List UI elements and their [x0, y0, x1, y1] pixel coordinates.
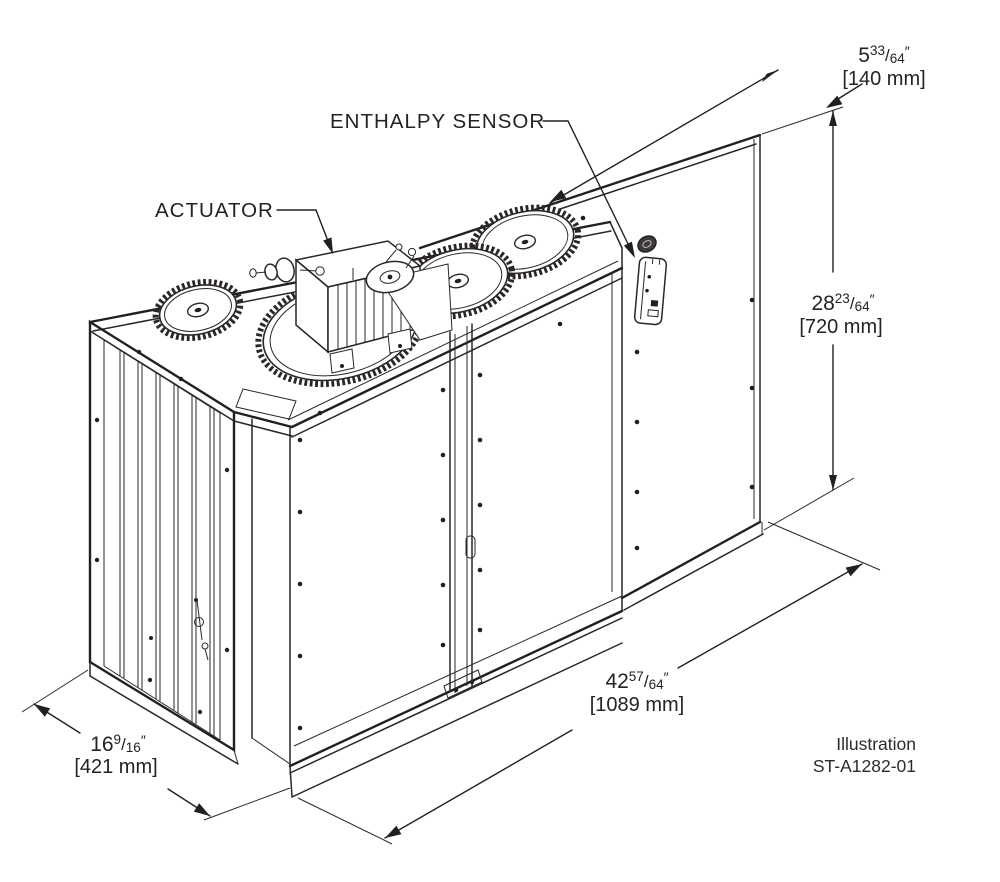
- dim-length-metric: [1089 mm]: [590, 694, 684, 716]
- illustration-label: Illustration: [836, 734, 916, 754]
- dimension-height: 2823/64″ [720 mm]: [763, 110, 883, 531]
- dimension-side-depth: 169/16″ [421 mm]: [21, 669, 291, 821]
- enthalpy-sensor-device: [633, 235, 668, 326]
- dimension-top-depth: 533/64″ [140 mm]: [549, 43, 926, 204]
- left-sill-flange: [89, 661, 239, 765]
- dim-height-metric: [720 mm]: [799, 316, 882, 338]
- enthalpy-sensor-leader-line: [542, 120, 633, 253]
- illustration-id-block: Illustration ST-A1282-01: [813, 734, 916, 776]
- rear-panel: [418, 133, 764, 611]
- dim-top-depth-metric: [140 mm]: [842, 68, 925, 90]
- enthalpy-sensor-leader-arrow: [623, 241, 635, 258]
- dim-length-inches: 4257/64″: [605, 669, 668, 693]
- actuator-crank-mechanism: [365, 243, 453, 341]
- dim-side-depth-inches: 169/16″: [90, 732, 146, 756]
- actuator-device: [249, 240, 453, 374]
- actuator-callout: ACTUATOR: [155, 199, 333, 254]
- enthalpy-sensor-callout: ENTHALPY SENSOR: [330, 110, 635, 258]
- actuator-label: ACTUATOR: [155, 199, 274, 222]
- dim-side-depth-metric: [421 mm]: [74, 756, 157, 778]
- enthalpy-sensor-label: ENTHALPY SENSOR: [330, 110, 545, 133]
- front-panel: [287, 247, 624, 798]
- left-damper-opening: [88, 319, 239, 765]
- corner-post: [232, 410, 294, 767]
- gear-1: [152, 278, 244, 342]
- center-mullion: [443, 323, 483, 699]
- nameplate: [235, 388, 297, 420]
- blade-linkage: [149, 598, 209, 661]
- left-face-screws: [94, 349, 230, 715]
- actuator-mounting-feet: [329, 328, 413, 374]
- sensor-grommet: [637, 235, 657, 253]
- mullion-latch: [465, 535, 476, 559]
- actuator-leader-line: [276, 209, 332, 250]
- actuator-manual-override-knob: [249, 257, 325, 283]
- front-panel-screws: [297, 321, 563, 731]
- dim-height-inches: 2823/64″: [811, 291, 874, 315]
- rear-panel-screws: [634, 297, 755, 551]
- actuator-leader-arrow: [323, 237, 333, 254]
- damper-blades: [119, 350, 215, 736]
- dim-top-depth-inches: 533/64″: [858, 43, 909, 67]
- illustration-number: ST-A1282-01: [813, 756, 916, 776]
- dimension-length: 4257/64″ [1089 mm]: [297, 521, 881, 845]
- mullion-foot: [443, 669, 483, 699]
